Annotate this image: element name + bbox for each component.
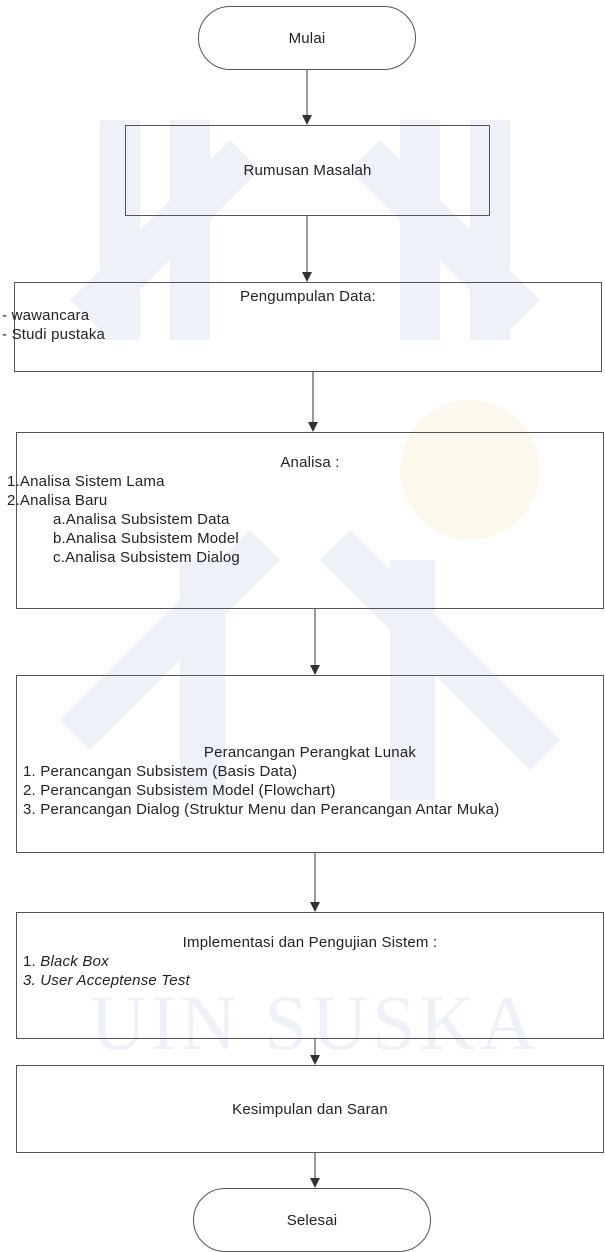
end-label: Selesai <box>286 1211 338 1229</box>
kesimpulan-label: Kesimpulan dan Saran <box>232 1100 388 1118</box>
analisa-item-baru: 2.Analisa Baru <box>7 492 108 509</box>
watermark-text: UIN SUSKA <box>90 979 540 1066</box>
analisa-subitem-dialog: c.Analisa Subsistem Dialog <box>53 549 240 566</box>
pengumpulan-title: Pengumpulan Data: <box>240 288 376 305</box>
process-implementasi-pengujian: Implementasi dan Pengujian Sistem : 1. B… <box>16 912 604 1039</box>
process-rumusan-masalah: Rumusan Masalah <box>125 125 490 216</box>
start-label: Mulai <box>288 29 326 47</box>
implementasi-item-uat: 3. User Acceptense Test <box>23 972 190 989</box>
analisa-subitem-data: a.Analisa Subsistem Data <box>53 511 230 528</box>
perancangan-item-subsistem: 1. Perancangan Subsistem (Basis Data) <box>23 763 298 780</box>
process-perancangan-perangkat-lunak: Perancangan Perangkat Lunak 1. Perancang… <box>16 675 604 853</box>
process-analisa: Analisa : 1.Analisa Sistem Lama 2.Analis… <box>7 432 604 609</box>
analisa-title: Analisa : <box>280 454 340 471</box>
perancangan-title: Perancangan Perangkat Lunak <box>203 744 417 761</box>
rumusan-label: Rumusan Masalah <box>243 162 372 179</box>
implementasi-title: Implementasi dan Pengujian Sistem : <box>182 934 438 951</box>
implementasi-item-black-box-number: 1. <box>23 953 41 970</box>
pengumpulan-item-studi-pustaka: - Studi pustaka <box>2 326 106 343</box>
process-pengumpulan-data: Pengumpulan Data: - wawancara - Studi pu… <box>2 282 602 372</box>
implementasi-item-black-box-text: Black Box <box>40 953 109 970</box>
analisa-subitem-model: b.Analisa Subsistem Model <box>53 530 239 547</box>
perancangan-item-dialog: 3. Perancangan Dialog (Struktur Menu dan… <box>23 801 500 818</box>
analisa-item-sistem-lama: 1.Analisa Sistem Lama <box>7 473 165 490</box>
implementasi-item-black-box: 1. Black Box <box>23 952 603 971</box>
perancangan-item-model: 2. Perancangan Subsistem Model (Flowchar… <box>23 782 336 799</box>
pengumpulan-item-wawancara: - wawancara <box>2 307 90 324</box>
process-kesimpulan-saran: Kesimpulan dan Saran <box>16 1065 604 1153</box>
start-terminal: Mulai <box>198 6 416 70</box>
end-terminal: Selesai <box>193 1188 431 1252</box>
